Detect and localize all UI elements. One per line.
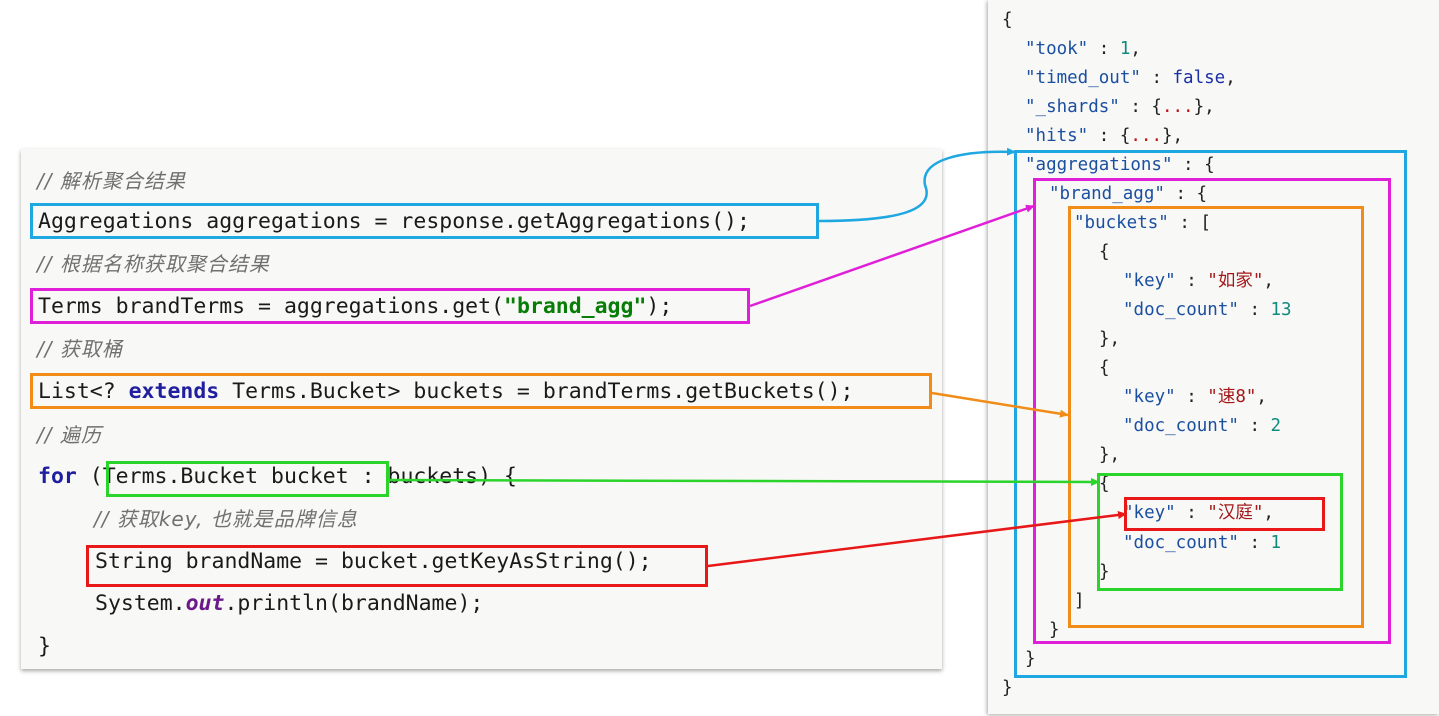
json-bucket3-close: }	[1099, 562, 1110, 582]
highlight-box-bucket-json	[1097, 473, 1343, 591]
highlight-box-buckets-line	[30, 373, 932, 409]
json-buckets: "buckets" : [	[1074, 213, 1211, 233]
arrow-buckets	[931, 391, 1069, 418]
highlight-box-brand-agg-json	[1033, 178, 1391, 644]
json-bucket3-open: {	[1099, 474, 1110, 494]
highlight-box-aggregations-json	[1014, 150, 1407, 678]
code-line-for-loop: for (Terms.Bucket bucket : buckets) {	[38, 464, 517, 489]
code-line-get-buckets: List<? extends Terms.Bucket> buckets = b…	[38, 379, 854, 404]
highlight-box-brand-terms-line	[30, 288, 750, 324]
keyword-for: for	[38, 464, 77, 489]
json-bucket1-close: },	[1099, 329, 1121, 349]
arrow-brand-agg	[749, 204, 1035, 308]
keyword-extends: extends	[128, 379, 220, 404]
highlight-box-aggregations-line	[30, 203, 819, 239]
json-aggregations-close: }	[1025, 649, 1036, 669]
highlight-box-buckets-json	[1068, 206, 1364, 628]
json-bucket3-doc-count: "doc_count" : 1	[1123, 533, 1282, 553]
json-bucket2-open: {	[1099, 358, 1110, 378]
highlight-box-get-key-line	[86, 545, 708, 587]
json-brand-agg: "brand_agg" : {	[1049, 184, 1208, 204]
json-bucket1-key: "key" : "如家",	[1123, 271, 1274, 291]
string-brand-agg: "brand_agg"	[504, 294, 647, 319]
json-bucket1-doc-count: "doc_count" : 13	[1123, 300, 1292, 320]
json-took: "took" : 1,	[1025, 39, 1141, 59]
code-line-println: System.out.println(brandName);	[95, 591, 484, 616]
json-brand-agg-close: }	[1049, 620, 1060, 640]
code-line-close-brace: }	[38, 634, 51, 659]
arrow-bucket	[388, 477, 1100, 486]
json-bucket2-doc-count: "doc_count" : 2	[1123, 416, 1282, 436]
code-panel: // 解析聚合结果 Aggregations aggregations = re…	[21, 149, 942, 669]
arrow-aggregations	[818, 147, 1016, 223]
code-line-get-key-as-string: String brandName = bucket.getKeyAsString…	[95, 549, 652, 574]
comment-iterate: // 遍历	[37, 423, 102, 447]
json-buckets-close: ]	[1074, 591, 1085, 611]
json-shards: "_shards" : {...},	[1025, 97, 1215, 117]
code-line-get-aggregations: Aggregations aggregations = response.get…	[38, 209, 750, 234]
json-open-brace: {	[1002, 10, 1013, 30]
json-timed-out: "timed_out" : false,	[1025, 68, 1236, 88]
json-bucket3-key: "key" : "汉庭",	[1123, 503, 1274, 523]
comment-get-by-name: // 根据名称获取聚合结果	[37, 252, 270, 276]
json-hits: "hits" : {...},	[1025, 126, 1184, 146]
json-bucket1-open: {	[1099, 242, 1110, 262]
comment-get-buckets: // 获取桶	[37, 337, 123, 361]
json-aggregations: "aggregations" : {	[1025, 155, 1215, 175]
comment-parse-aggregations: // 解析聚合结果	[37, 169, 186, 193]
json-bucket2-key: "key" : "速8",	[1123, 387, 1267, 407]
json-bucket2-close: },	[1099, 445, 1121, 465]
field-out: out	[185, 591, 225, 616]
code-line-get-brand-terms: Terms brandTerms = aggregations.get("bra…	[38, 294, 673, 319]
arrow-key	[707, 511, 1127, 568]
json-root-close: }	[1002, 678, 1013, 698]
comment-get-key: // 获取key, 也就是品牌信息	[94, 507, 358, 531]
highlight-box-bucket-variable	[106, 461, 389, 497]
